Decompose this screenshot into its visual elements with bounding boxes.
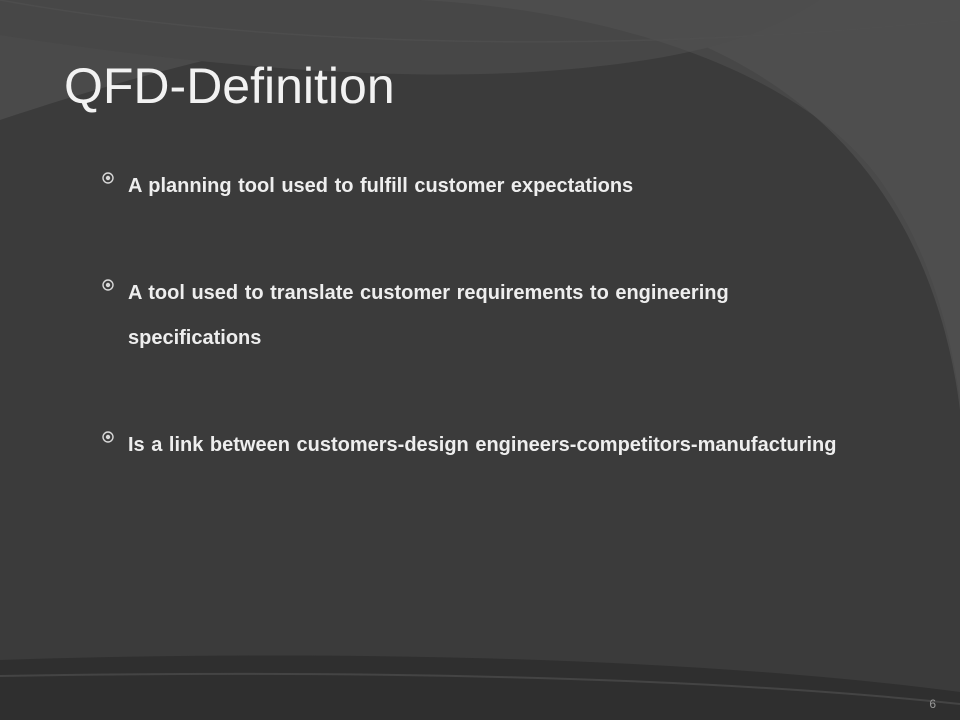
- slide-title: QFD-Definition: [64, 58, 395, 114]
- slide-number: 6: [929, 697, 936, 711]
- bullet-text: Is a link between customers-design engin…: [128, 434, 837, 456]
- circled-dot-icon: [102, 279, 114, 291]
- bullet-item: Is a link between customers-design engin…: [102, 423, 862, 468]
- bullet-list: A planning tool used to fulfill customer…: [102, 172, 862, 468]
- bullet-item: A planning tool used to fulfill customer…: [102, 164, 862, 209]
- circled-dot-icon: [102, 431, 114, 443]
- bullet-text: A tool used to translate customer requir…: [128, 282, 729, 349]
- bullet-text: A planning tool used to fulfill customer…: [128, 175, 634, 197]
- bullet-item: A tool used to translate customer requir…: [102, 271, 862, 361]
- circled-dot-icon: [102, 172, 114, 184]
